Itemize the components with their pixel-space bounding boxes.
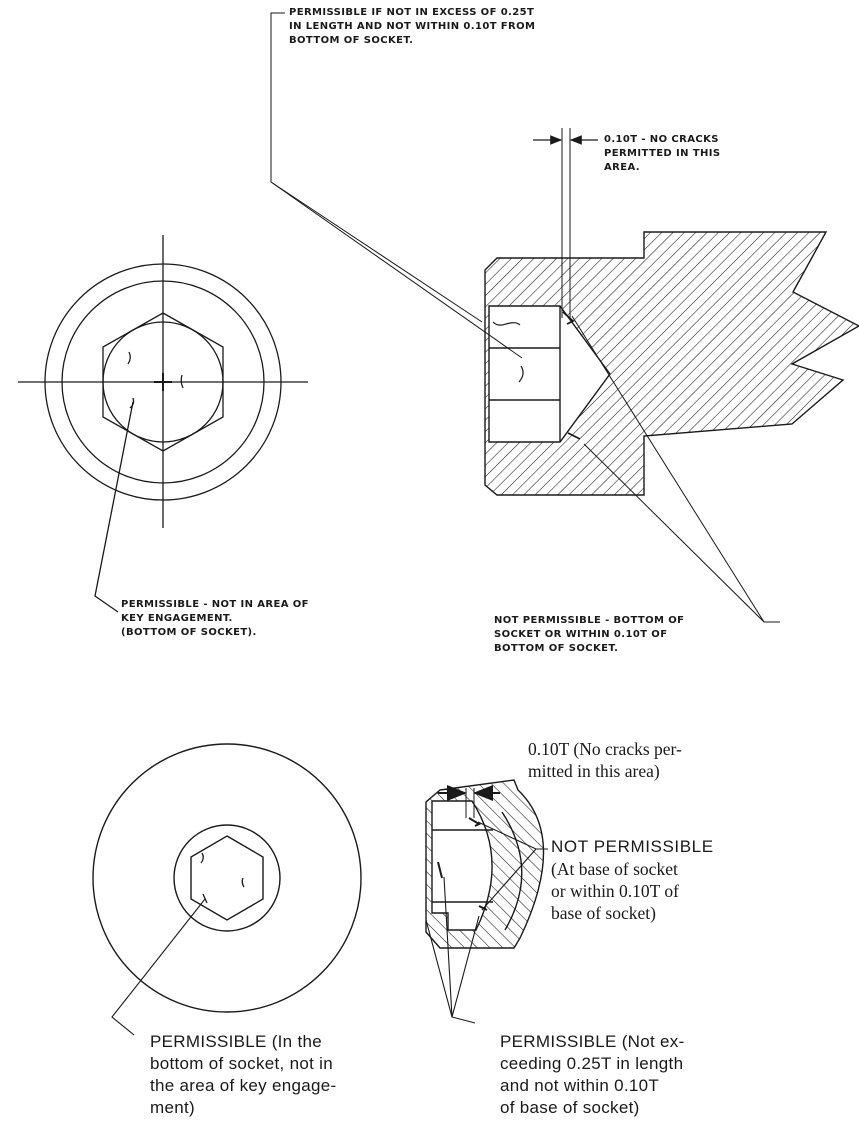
top-leader-permissible-length <box>270 12 483 323</box>
bottom-section-view <box>425 779 548 1024</box>
top-section-hatched-body <box>484 231 859 496</box>
top-section-view <box>270 12 859 623</box>
top-leader-key-engagement <box>94 401 134 613</box>
bottom-note-no-cracks: 0.10T (No cracks per- mitted in this are… <box>528 739 682 781</box>
bottom-note-not-permissible-title: NOT PERMISSIBLE <box>551 837 714 856</box>
top-note-key-engagement: PERMISSIBLE - NOT IN AREA OF KEY ENGAGEM… <box>121 599 309 638</box>
top-note-permissible-length: PERMISSIBLE IF NOT IN EXCESS OF 0.25T IN… <box>289 7 536 46</box>
top-end-view <box>18 235 308 613</box>
bottom-note-not-permissible-detail: (At base of socket or within 0.10T of ba… <box>551 859 680 923</box>
bottom-hex-socket <box>190 835 264 921</box>
bottom-leader-permissible <box>111 898 206 1036</box>
bottom-inner-circle <box>173 824 281 932</box>
bottom-outer-circle <box>92 743 362 1013</box>
bottom-end-view <box>92 743 362 1036</box>
top-note-not-permissible: NOT PERMISSIBLE - BOTTOM OF SOCKET OR WI… <box>494 615 685 654</box>
top-note-no-cracks: 0.10T - NO CRACKS PERMITTED IN THIS AREA… <box>604 134 721 173</box>
bottom-note-permissible-bottom: PERMISSIBLE (In the bottom of socket, no… <box>150 1032 337 1117</box>
top-crack-2 <box>180 374 184 389</box>
bottom-section-hatched-body <box>425 779 545 949</box>
top-crack-1 <box>127 351 131 365</box>
bottom-note-permissible-length: PERMISSIBLE (Not ex- ceeding 0.25T in le… <box>500 1032 685 1117</box>
